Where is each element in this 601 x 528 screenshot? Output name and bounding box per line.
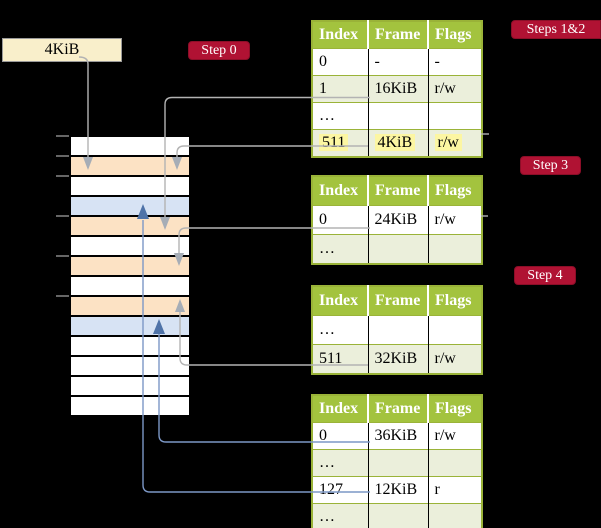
badge-step-3: Step 3 [520,156,581,175]
page-table-1: Index Frame Flags 0 - - 1 16KiB r/w … 51… [311,20,483,158]
address-ticks [56,135,69,297]
memory-row [70,356,190,376]
col-header-frame: Frame [367,395,428,423]
col-header-index: Index [312,176,368,206]
badge-step-0: Step 0 [188,41,250,60]
page-table-3: Index Frame Flags … 511 32KiB r/w [311,285,483,375]
memory-row [70,256,190,276]
memory-row [70,176,190,196]
table-row: … [312,234,482,264]
highlighted-value: 511 [319,134,349,151]
badge-step-4: Step 4 [514,266,576,285]
table-row: … [312,503,482,528]
memory-row [70,196,190,216]
memory-row [70,156,190,176]
table-row-highlighted: 511 4KiB r/w [312,129,482,157]
memory-row [70,396,190,416]
table-row: 511 32KiB r/w [312,344,482,374]
table-row: 0 - - [312,48,482,76]
table-row: … [312,315,482,345]
page-table-2: Index Frame Flags 0 24KiB r/w … [311,175,483,265]
highlighted-value: 4KiB [374,134,416,151]
col-header-flags: Flags [427,21,482,49]
table-row: 1 16KiB r/w [312,75,482,103]
memory-row [70,276,190,296]
memory-row [70,236,190,256]
memory-row [70,216,190,236]
highlighted-value: r/w [434,134,462,151]
table-row: 0 36KiB r/w [312,422,482,450]
col-header-index: Index [312,395,368,423]
memory-row [70,376,190,396]
page-table-4: Index Frame Flags 0 36KiB r/w … 127 12Ki… [311,394,483,528]
table-row: 127 12KiB r [312,476,482,504]
col-header-flags: Flags [427,286,482,316]
col-header-flags: Flags [427,395,482,423]
col-header-frame: Frame [367,176,428,206]
page-size-label: 4KiB [2,38,122,62]
table-row: … [312,102,482,130]
table-row: … [312,449,482,477]
memory-row [70,336,190,356]
col-header-index: Index [312,286,368,316]
col-header-index: Index [312,21,368,49]
col-header-frame: Frame [367,21,428,49]
col-header-flags: Flags [427,176,482,206]
table-row: 0 24KiB r/w [312,205,482,235]
memory-row [70,316,190,336]
memory-row [70,296,190,316]
memory-row [70,136,190,156]
badge-steps-1-2: Steps 1&2 [511,20,601,39]
col-header-frame: Frame [367,286,428,316]
